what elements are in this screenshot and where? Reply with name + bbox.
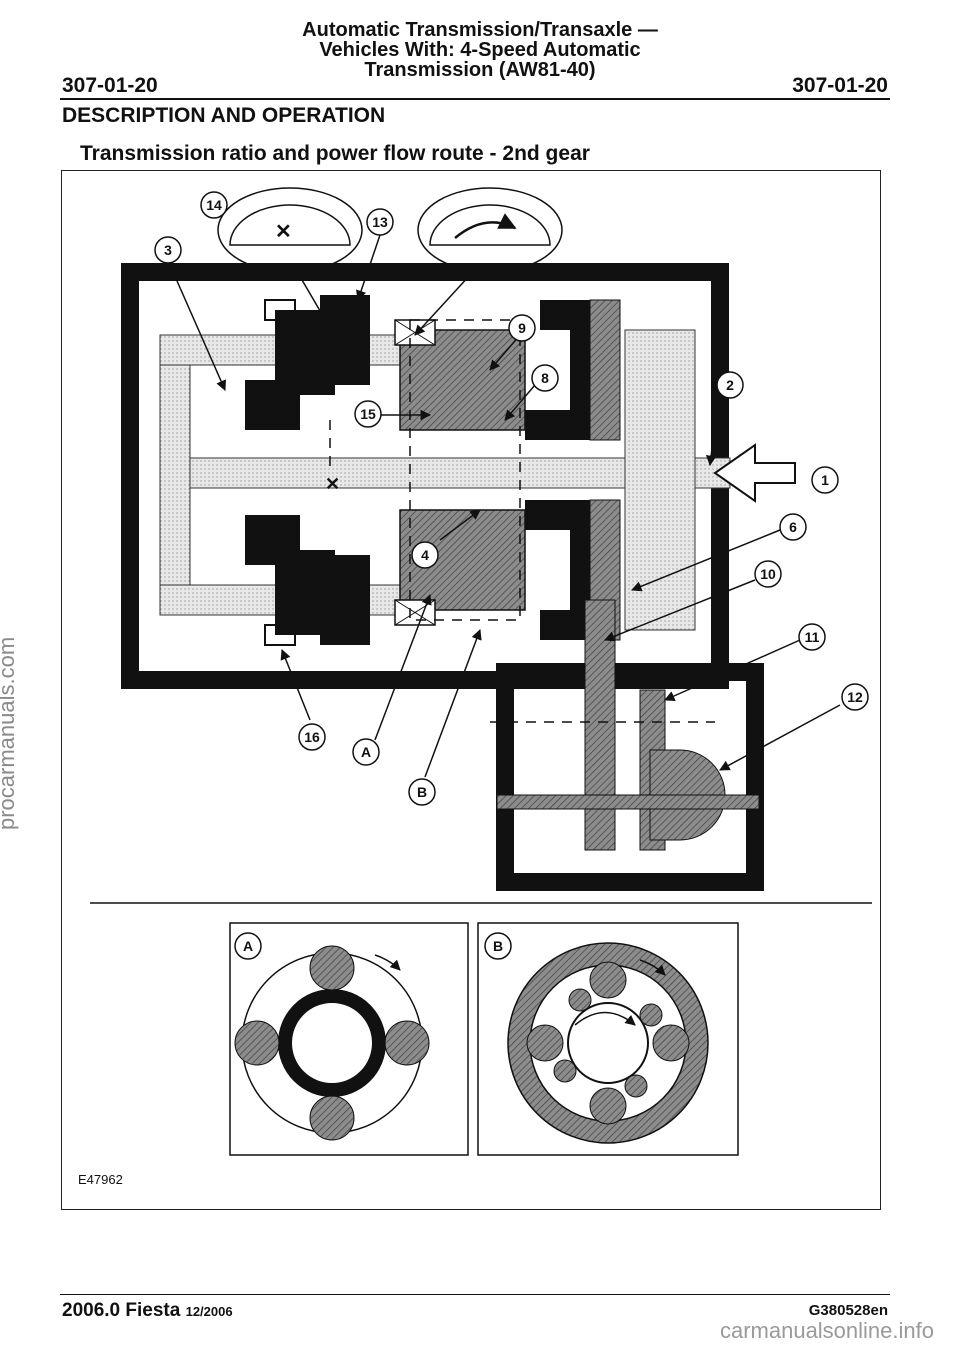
callout-A: A: [361, 744, 371, 760]
callout-9: 9: [518, 320, 526, 336]
callout-16: 16: [304, 729, 320, 745]
callout-13: 13: [372, 214, 388, 230]
page-code-right: 307-01-20: [792, 74, 888, 97]
callout-15: 15: [360, 406, 376, 422]
callout-B: B: [417, 784, 427, 800]
footer-doc-code: G380528en: [808, 1302, 888, 1319]
callout-3: 3: [164, 242, 172, 258]
footer-date: 12/2006: [185, 1304, 233, 1319]
svg-text:A: A: [243, 938, 253, 954]
footer-model-name: 2006.0 Fiesta: [62, 1300, 181, 1321]
bottom-watermark: carmanualsonline.info: [719, 1318, 934, 1343]
svg-text:✕: ✕: [275, 221, 292, 243]
header-title-line3: Transmission (AW81-40): [364, 59, 596, 81]
callout-2: 2: [726, 377, 734, 393]
svg-text:✕: ✕: [325, 474, 340, 494]
footer-rule: [60, 1294, 890, 1295]
svg-text:B: B: [493, 938, 503, 954]
header-rule: [60, 98, 890, 100]
figure-frame: [61, 170, 881, 1210]
header-title-line1: Automatic Transmission/Transaxle —: [302, 19, 658, 41]
callout-12: 12: [847, 689, 863, 705]
callout-14: 14: [206, 197, 222, 213]
callout-8: 8: [541, 370, 549, 386]
callout-10: 10: [760, 566, 776, 582]
callout-4: 4: [421, 547, 429, 563]
page-code-left: 307-01-20: [62, 74, 158, 97]
callout-6: 6: [789, 519, 797, 535]
callout-11: 11: [805, 629, 820, 645]
figure-id: E47962: [78, 1172, 123, 1187]
section-title: DESCRIPTION AND OPERATION: [62, 104, 386, 127]
figure-caption: Transmission ratio and power flow route …: [80, 142, 590, 165]
header-title-line2: Vehicles With: 4-Speed Automatic: [319, 39, 641, 61]
callout-1: 1: [821, 472, 829, 488]
footer-model: 2006.0 Fiesta 12/2006: [62, 1300, 233, 1322]
